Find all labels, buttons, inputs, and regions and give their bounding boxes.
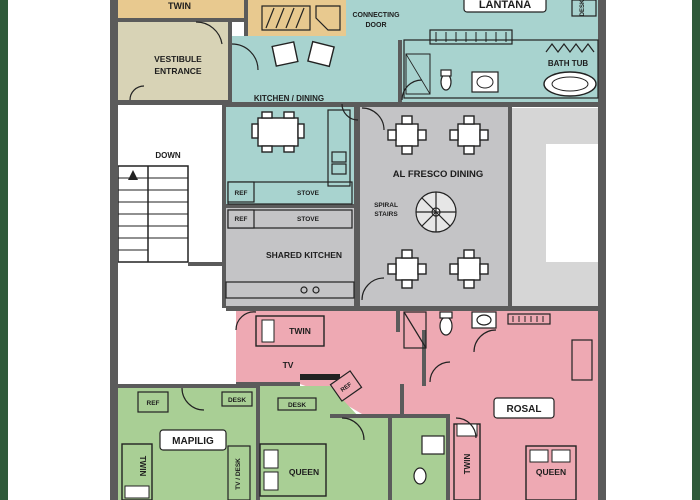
- connecting-door-label-2: DOOR: [366, 22, 387, 29]
- ref-mid-label: REF: [340, 382, 354, 394]
- mapilig-furniture: [121, 391, 253, 500]
- kitchen-dining-table: [251, 111, 305, 153]
- staircase: [117, 165, 189, 263]
- vestibule-label-2: ENTRANCE: [154, 66, 202, 76]
- desk-top-label: DESK: [580, 0, 586, 16]
- ref-label-1: REF: [235, 190, 248, 197]
- connecting-door-label-1: CONNECTING: [352, 12, 400, 19]
- stove-label-2: STOVE: [297, 216, 320, 223]
- lantana-bathroom: [403, 29, 599, 99]
- al-fresco-label: AL FRESCO DINING: [393, 169, 484, 180]
- twin-pink-label: TWIN: [463, 454, 472, 475]
- spiral-stairs-label-2: STAIRS: [374, 211, 398, 218]
- rosal-bathroom: [403, 311, 593, 381]
- queen-pink-label: QUEEN: [536, 467, 566, 477]
- mapilig-label: MAPILIG: [172, 436, 214, 447]
- closet-shelves: [261, 5, 341, 31]
- tv-mid-label: TV: [283, 360, 294, 370]
- al-fresco-tables: [387, 115, 489, 289]
- rosal-label-box: [493, 397, 555, 419]
- twin-mid-label: TWIN: [289, 326, 311, 336]
- mapilig-label-box: [159, 429, 227, 451]
- desk-queen-label: DESK: [288, 402, 306, 409]
- ref-label-2: REF: [235, 216, 248, 223]
- queen-green-label: QUEEN: [289, 467, 319, 477]
- stove-label-1: STOVE: [297, 190, 320, 197]
- ref-boxes: [227, 181, 255, 229]
- room-bath-green: [392, 418, 446, 500]
- queen-green-furniture: [259, 397, 445, 497]
- room-lantana: [232, 0, 600, 102]
- tv-bar: [300, 374, 340, 380]
- desk-green-label: DESK: [228, 397, 246, 404]
- twin-green-label: TWIN: [138, 456, 147, 477]
- room-vestibule: [118, 22, 230, 100]
- down-label: DOWN: [155, 151, 181, 160]
- lantana-label-box: [463, 0, 547, 13]
- lantana-desk: [571, 0, 597, 17]
- twin-top-label: TWIN: [168, 1, 191, 11]
- rosal-label: ROSAL: [507, 404, 542, 415]
- vestibule-label-1: VESTIBULE: [154, 54, 202, 64]
- door-swings: [129, 21, 497, 441]
- walls: [110, 0, 606, 500]
- tv-desk-label: TV / DESK: [235, 458, 242, 490]
- ref-mid-box: [329, 370, 363, 402]
- kitchen-dining-label: KITCHEN / DINING: [254, 94, 324, 103]
- spiral-stairs-icon: [415, 191, 457, 233]
- bath-tub-label: BATH TUB: [548, 59, 589, 68]
- spiral-stairs-label-1: SPIRAL: [374, 202, 398, 209]
- lantana-label: LANTANA: [479, 0, 531, 11]
- twin-mid-bed: [255, 315, 325, 347]
- ref-green-label: REF: [147, 400, 160, 407]
- room-twin-top: [118, 0, 248, 18]
- shared-kitchen-label: SHARED KITCHEN: [266, 250, 342, 260]
- lantana-armchairs: [271, 40, 335, 68]
